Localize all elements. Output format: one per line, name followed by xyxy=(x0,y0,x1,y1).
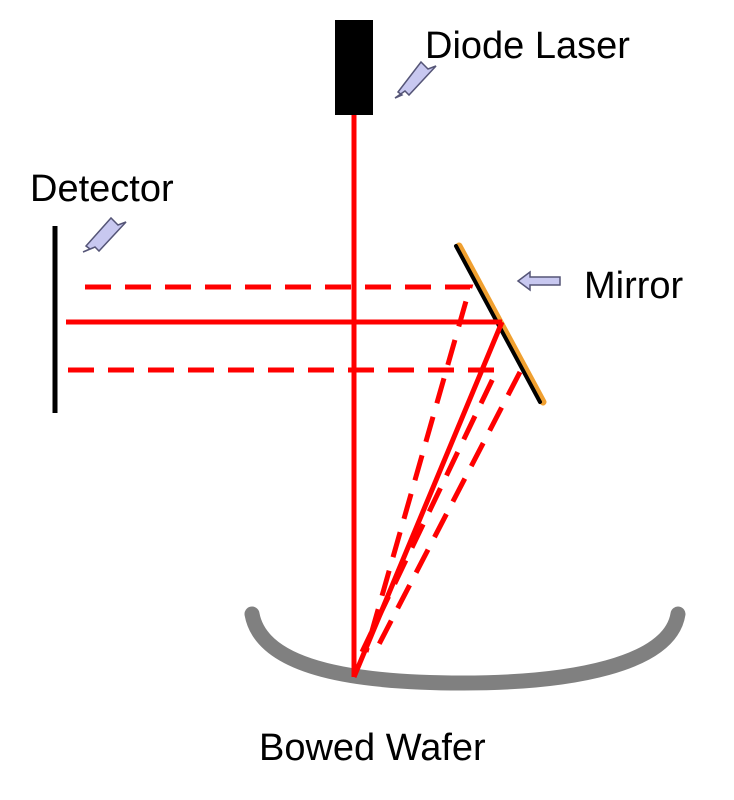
detector-label: Detector xyxy=(30,168,174,210)
bowed-wafer xyxy=(244,606,686,691)
bowed-wafer-label: Bowed Wafer xyxy=(259,727,486,769)
diode-laser-pointer-icon xyxy=(394,60,437,99)
lower-dashed-beam xyxy=(68,367,501,654)
outer-dashed-beam xyxy=(372,370,523,654)
diode-laser-body xyxy=(335,20,373,115)
diode-laser-label: Diode Laser xyxy=(425,25,630,67)
mirror-pointer-icon xyxy=(516,270,561,292)
mirror-label: Mirror xyxy=(584,265,684,307)
upper-dashed-beam xyxy=(85,284,474,653)
detector-pointer-icon xyxy=(82,216,127,253)
dashed-beam-paths xyxy=(68,284,523,654)
